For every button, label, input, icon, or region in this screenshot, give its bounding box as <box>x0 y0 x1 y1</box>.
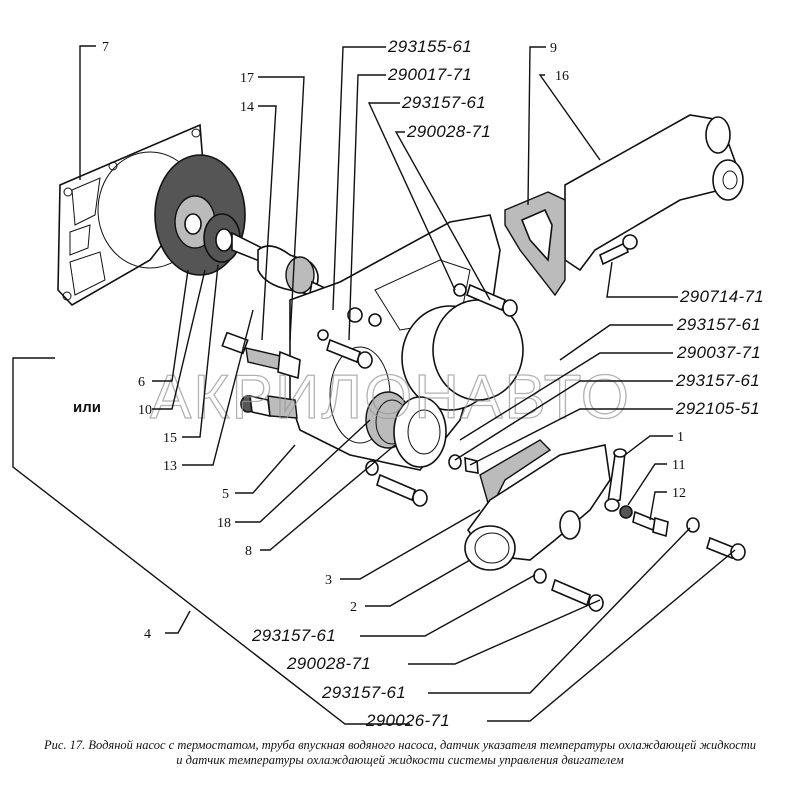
part-label-4: 4 <box>144 627 151 642</box>
caption-line-2: и датчик температуры охлаждающей жидкост… <box>176 753 624 767</box>
part-label-3: 3 <box>325 573 332 588</box>
temp-sensor-upper <box>221 331 301 380</box>
part-label-16: 16 <box>555 69 569 84</box>
fitting-1-11-12 <box>604 448 746 561</box>
code-label-right-4: 293157-61 <box>675 371 760 390</box>
code-label-right-1: 290714-71 <box>679 287 764 306</box>
part-label-12: 12 <box>672 486 686 501</box>
code-label-top-1: 293155-61 <box>387 37 472 56</box>
part-label-11: 11 <box>672 458 685 473</box>
pipe-gasket-9 <box>504 191 566 297</box>
part-label-10: 10 <box>138 403 152 418</box>
part-label-18: 18 <box>217 516 231 531</box>
code-label-right-5: 292105-51 <box>675 399 760 418</box>
part-label-9: 9 <box>550 41 557 56</box>
code-label-right-2: 293157-61 <box>676 315 761 334</box>
figure-caption: Рис. 17. Водяной насос с термостатом, тр… <box>0 738 800 768</box>
code-label-bottom-4: 290026-71 <box>365 711 450 730</box>
part-label-7: 7 <box>102 40 109 55</box>
watermark-text: АКРИЛОНАВТО <box>150 363 631 432</box>
pump-body <box>289 214 524 471</box>
washer-nut-right <box>448 454 479 474</box>
cover-bolt <box>533 568 604 612</box>
part-label-2: 2 <box>350 600 357 615</box>
alternative-label: или <box>73 399 101 416</box>
leader-lines <box>12 45 736 725</box>
part-label-15: 15 <box>163 431 177 446</box>
code-label-bottom-1: 293157-61 <box>251 626 336 645</box>
part-label-8: 8 <box>245 544 252 559</box>
temp-sensor-lower <box>240 394 298 419</box>
code-label-bottom-3: 293157-61 <box>321 683 406 702</box>
part-label-17: 17 <box>240 71 254 86</box>
impeller-hub <box>154 154 263 276</box>
caption-line-1: Рис. 17. Водяной насос с термостатом, тр… <box>43 738 757 752</box>
pipe-bolt <box>599 234 638 266</box>
thermostat-cover <box>464 439 611 571</box>
part-label-1: 1 <box>677 430 684 445</box>
part-label-6: 6 <box>138 375 145 390</box>
part-label-5: 5 <box>222 487 229 502</box>
code-label-top-4: 290028-71 <box>406 122 491 141</box>
part-label-14: 14 <box>240 100 254 115</box>
inlet-pipe <box>564 114 744 272</box>
code-label-bottom-2: 290028-71 <box>286 654 371 673</box>
code-label-top-3: 293157-61 <box>401 93 486 112</box>
bolt-left <box>326 338 373 369</box>
part-label-13: 13 <box>163 459 177 474</box>
code-label-right-3: 290037-71 <box>676 343 761 362</box>
bolt-upper-right <box>466 283 518 317</box>
code-label-top-2: 290017-71 <box>387 65 472 84</box>
thermostat <box>365 391 447 468</box>
bolt-lower <box>365 460 428 507</box>
